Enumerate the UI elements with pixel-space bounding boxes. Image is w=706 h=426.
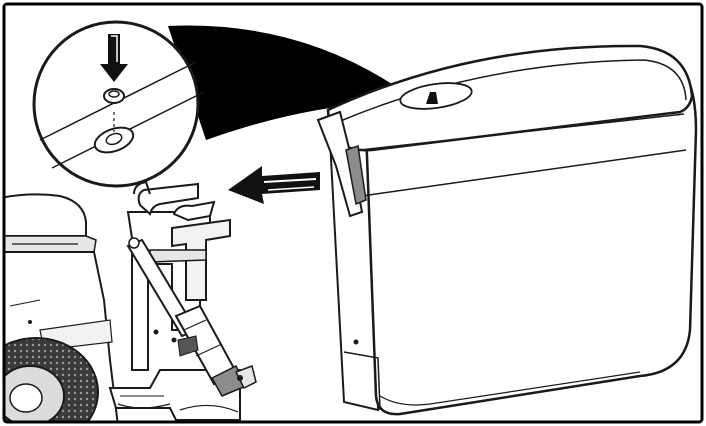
down-arrow-icon [100,34,128,82]
collection-bag [316,44,698,416]
magnifier-callout [32,20,205,188]
chassis-frame [108,369,241,421]
plug-icon [103,88,125,104]
callout-beam [168,25,418,141]
lift-actuator [126,237,257,397]
removal-arrow-icon [228,166,320,204]
